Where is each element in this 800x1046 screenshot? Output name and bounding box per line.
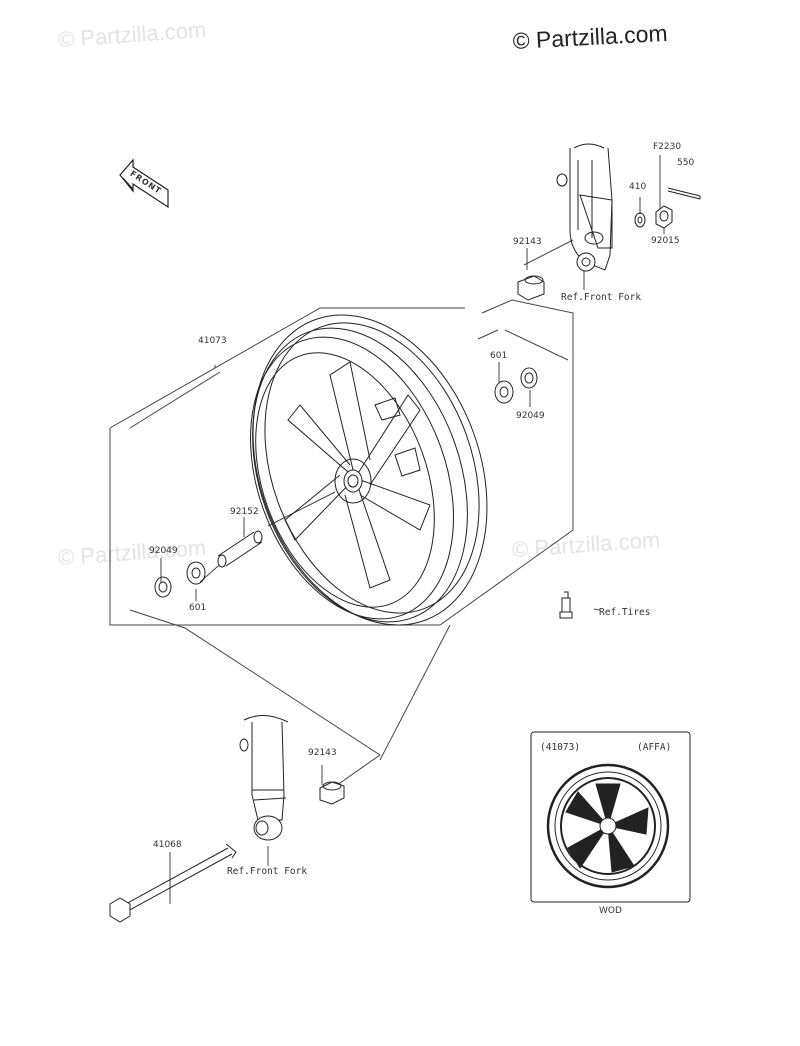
front-arrow-icon xyxy=(119,158,169,209)
part-label-92152[interactable]: 92152 xyxy=(230,507,259,517)
part-label-92015[interactable]: 92015 xyxy=(651,236,680,246)
nut-92015 xyxy=(655,205,673,229)
upper-fork xyxy=(556,143,613,272)
ref-front-fork-top[interactable]: Ref.Front Fork xyxy=(561,292,642,303)
part-label-92049-right[interactable]: 92049 xyxy=(516,411,545,421)
diagram-code: F2230 xyxy=(653,142,682,152)
assembly-outline xyxy=(109,299,574,626)
inset-color-code: (AFFA) xyxy=(637,742,672,753)
part-label-41073[interactable]: 41073 xyxy=(198,336,227,346)
spacer-92152 xyxy=(217,530,263,568)
bearing-601-left xyxy=(186,561,206,585)
collar-92143-bottom xyxy=(319,781,345,805)
ref-front-fork-bottom[interactable]: Ref.Front Fork xyxy=(227,866,308,877)
part-label-92143-top[interactable]: 92143 xyxy=(513,237,542,247)
lower-fork xyxy=(239,715,289,841)
part-label-601-right[interactable]: 601 xyxy=(490,351,508,361)
washer-410 xyxy=(634,212,646,228)
tire-valve xyxy=(559,591,573,619)
collar-92143-top xyxy=(517,275,545,301)
part-label-41068[interactable]: 41068 xyxy=(153,840,182,850)
part-label-92143-bottom[interactable]: 92143 xyxy=(308,748,337,758)
part-label-410[interactable]: 410 xyxy=(629,182,647,192)
part-label-601-left[interactable]: 601 xyxy=(189,603,207,613)
seal-92049-left xyxy=(154,576,172,598)
part-label-550[interactable]: 550 xyxy=(677,158,695,168)
pin-550 xyxy=(667,187,701,200)
inset-wheel-box xyxy=(530,731,691,903)
seal-92049-right xyxy=(520,367,538,389)
part-label-92049-left[interactable]: 92049 xyxy=(149,546,178,556)
axle-outline xyxy=(129,491,381,791)
bearing-601-right xyxy=(494,380,514,404)
leader-lines xyxy=(129,155,665,904)
axle-41068 xyxy=(109,843,237,923)
inset-part-number: (41073) xyxy=(540,742,581,753)
inset-caption: WOD xyxy=(599,906,622,916)
ref-tires[interactable]: Ref.Tires xyxy=(599,607,651,618)
wheel-41073 xyxy=(250,314,488,626)
